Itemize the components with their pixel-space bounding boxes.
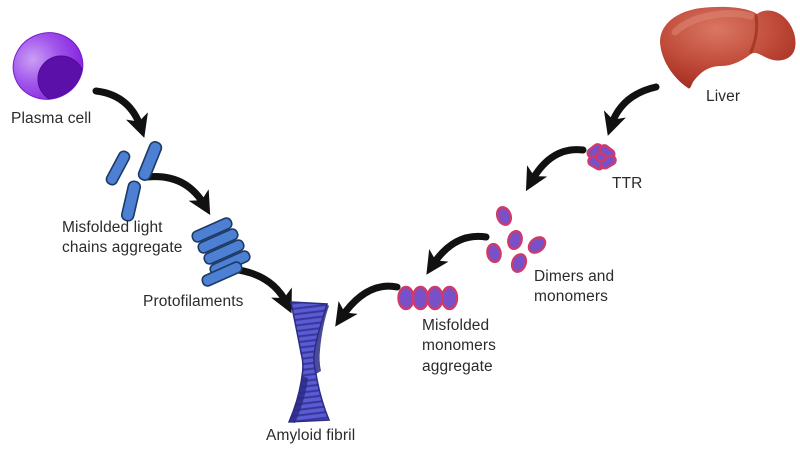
ttr-tetramer-graphic — [586, 143, 617, 171]
plasma-cell-graphic — [12, 32, 85, 103]
aggregate-monomer — [411, 285, 430, 311]
plasma-cell-nucleus — [37, 55, 85, 103]
amyloid-fibril-graphic — [287, 301, 331, 423]
dimers-monomers-graphic — [486, 206, 547, 273]
aggregate-monomer — [440, 285, 459, 311]
monomer-aggregate-graphic — [397, 285, 459, 311]
ttr-label: TTR — [612, 175, 643, 192]
light-chain-rod — [120, 180, 142, 222]
dimers-monomers-label: Dimers and monomers — [534, 268, 615, 306]
monomer-oval — [495, 206, 513, 226]
monomer-oval — [507, 229, 523, 251]
arrow-plasmacell-to-lightchains — [92, 87, 148, 138]
arrow-dimers-to-aggregate — [426, 232, 490, 275]
arrow-ttr-to-dimers — [525, 146, 587, 192]
liver-graphic — [660, 6, 796, 89]
protofilaments-label: Protofilaments — [143, 293, 244, 310]
monomer-oval — [486, 242, 502, 264]
protofilaments-graphic — [191, 217, 251, 287]
misfolded-monomers-label: Misfolded monomers aggregate — [422, 317, 497, 375]
protofilament-bar — [203, 239, 245, 265]
liver-body — [660, 6, 796, 89]
light-chain-rod — [105, 150, 131, 186]
liver-label: Liver — [706, 88, 741, 105]
light-chain-rod — [137, 141, 163, 181]
arrow-liver-to-ttr — [603, 83, 660, 136]
aggregate-monomer — [397, 285, 415, 311]
arrow-monomers-to-fibril — [335, 282, 401, 327]
arrow-lightchains-to-protofilaments — [143, 173, 211, 216]
fibril-twist-shadow-top — [313, 304, 329, 374]
liver-highlight — [671, 10, 755, 36]
protofilament-bar — [201, 261, 243, 287]
light-chains-label: Misfolded light chains aggregate — [62, 219, 183, 257]
amyloid-fibril-label: Amyloid fibril — [266, 427, 356, 444]
protofilament-bar — [191, 217, 233, 243]
ttr-subunit — [594, 152, 608, 162]
liver-lobe-crease — [749, 14, 759, 54]
plasma-cell-label: Plasma cell — [11, 110, 92, 127]
fibril-slats — [289, 302, 329, 422]
fibril-twist-shadow-bottom — [289, 376, 308, 423]
aggregate-monomer — [426, 285, 444, 311]
light-chains-graphic — [105, 141, 163, 222]
monomer-oval — [527, 236, 547, 254]
monomer-oval — [510, 253, 528, 273]
protofilament-bar — [197, 228, 239, 254]
